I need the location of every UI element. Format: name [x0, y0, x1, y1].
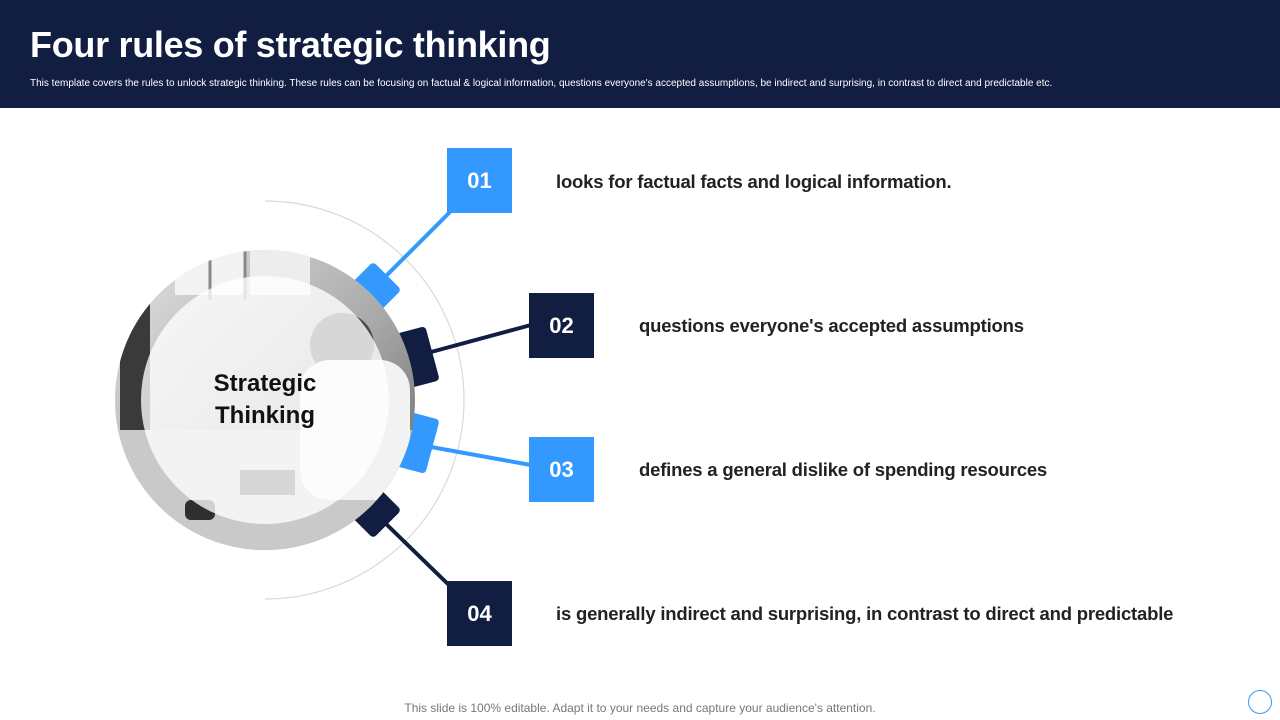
step-text-01: looks for factual facts and logical info…	[556, 171, 952, 192]
header-banner: Four rules of strategic thinking This te…	[0, 0, 1280, 108]
connector-line-04	[378, 516, 454, 590]
connector-line-02	[419, 323, 532, 357]
strategy-diagram	[115, 200, 532, 600]
step-number-04: 04	[447, 581, 512, 646]
center-overlay	[141, 276, 389, 524]
footer-note: This slide is 100% editable. Adapt it to…	[404, 701, 876, 715]
step-number-03: 03	[529, 437, 594, 502]
connector-line-03	[419, 443, 532, 467]
center-label-line1: Strategic	[213, 370, 317, 397]
outer-arc	[264, 200, 465, 600]
connector-block-01	[352, 263, 400, 311]
step-number-02: 02	[529, 293, 594, 358]
step-number-01: 01	[447, 148, 512, 213]
slide-title: Four rules of strategic thinking	[30, 24, 551, 65]
slide-subtitle: This template covers the rules to unlock…	[30, 78, 1053, 89]
step-text-04: is generally indirect and surprising, in…	[556, 603, 1174, 624]
step-text-02: questions everyone's accepted assumption…	[639, 315, 1024, 336]
connector-block-04	[352, 489, 400, 537]
step-text-03: defines a general dislike of spending re…	[639, 459, 1048, 480]
corner-circle-icon	[1248, 690, 1272, 714]
center-label: Strategic Thinking	[160, 368, 370, 432]
center-label-line2: Thinking	[215, 402, 315, 429]
connector-line-01	[378, 210, 452, 284]
